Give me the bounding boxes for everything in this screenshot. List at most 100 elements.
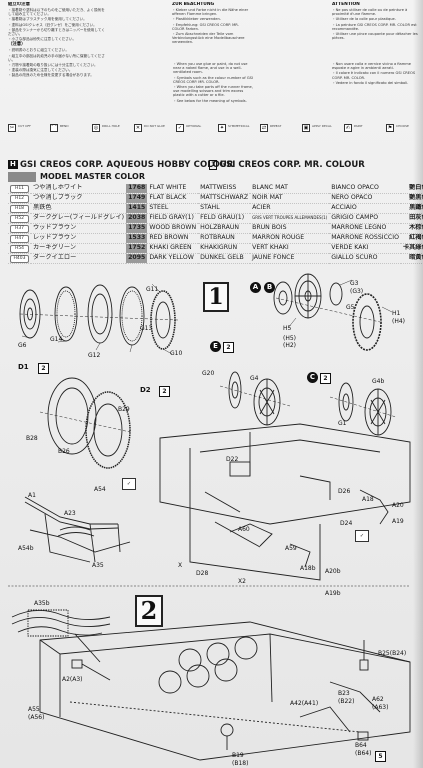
hull-frame xyxy=(159,423,411,581)
subassembly-a-marker: A xyxy=(250,282,261,293)
notes-section: 組立の注意 ・接着剤や塗料は以下のものをご使用いただき、よく換気をして組み立てて… xyxy=(8,2,418,118)
part-label: A54 xyxy=(94,486,106,493)
axle-parts xyxy=(71,640,369,750)
part-label: A42(A41) xyxy=(290,700,319,707)
assembly-diagram xyxy=(8,273,411,761)
part-label: (H5) xyxy=(283,335,297,342)
quantity-badge: 2 xyxy=(223,342,234,353)
part-label: X xyxy=(178,562,183,569)
part-label: B28 xyxy=(26,435,38,442)
part-label: B25(B24) xyxy=(378,650,407,657)
part-label: G11 xyxy=(146,286,159,293)
quantity-badge: 2 xyxy=(159,386,170,397)
wheel-stack-left xyxy=(19,284,179,350)
part-label: A18b xyxy=(300,565,316,572)
notes-german: ZUR BEACHTUNG ・Kleber und Farbe nicht in… xyxy=(172,2,249,45)
part-label: (B18) xyxy=(232,760,249,767)
part-label: G10 xyxy=(170,350,183,357)
quantity-badge: 2 xyxy=(38,363,49,374)
notes-japanese: 組立の注意 ・接着剤や塗料は以下のものをご使用いただき、よく換気をして組み立てて… xyxy=(8,2,105,78)
option-icon: ✓ xyxy=(176,124,184,132)
lower-hull xyxy=(39,621,411,761)
road-wheel-e xyxy=(219,371,291,426)
part-label: B26 xyxy=(58,448,70,455)
part-label: D22 xyxy=(226,456,239,463)
repeat-icon: ⇄ xyxy=(260,124,268,132)
quantity-badge: 5 xyxy=(375,751,386,762)
option-icon: ✓ xyxy=(355,530,369,542)
part-label: G14 xyxy=(50,336,63,343)
part-label: B64 xyxy=(355,742,367,749)
spring-a35 xyxy=(11,609,111,663)
part-label: A54b xyxy=(18,545,34,552)
step-number-1: 1 xyxy=(203,282,229,312)
symbol-legend: ✂ CUT OFF ⌒ BEND ◎ DRILL HOLE ✕ DO NOT G… xyxy=(8,124,409,132)
part-label: D26 xyxy=(338,488,351,495)
subassembly-c-marker: C xyxy=(307,372,318,383)
part-label: (B64) xyxy=(355,750,372,757)
part-label: G6 xyxy=(18,342,27,349)
part-label: A19 xyxy=(392,518,404,525)
leader-lines xyxy=(21,279,393,355)
table-row: H37 ウッドブラウン 1735 WOOD BROWN HOLZBRAUN BR… xyxy=(8,223,423,234)
part-label: G12 xyxy=(88,352,101,359)
step-number-2: 2 xyxy=(135,595,163,627)
part-label: (G3) xyxy=(350,288,364,295)
part-label: H1 xyxy=(392,310,401,317)
part-label: A18 xyxy=(362,496,374,503)
part-label: G4b xyxy=(372,378,385,385)
road-wheel-c xyxy=(329,382,397,436)
part-label: B23 xyxy=(338,690,350,697)
part-label: A23 xyxy=(64,510,76,517)
part-label: D24 xyxy=(340,520,353,527)
part-label: G1 xyxy=(338,420,347,427)
part-label: G13 xyxy=(140,325,153,332)
road-wheel-a xyxy=(273,273,382,351)
leaf-spring-assembly xyxy=(24,496,131,563)
part-label: D28 xyxy=(196,570,209,577)
subassembly-d2-marker: D2 xyxy=(140,386,151,394)
table-row: H54 カーキグリーン 1752 KHAKI GREEN KHAKIGRÜN V… xyxy=(8,243,423,254)
subassembly-d1-marker: D1 xyxy=(18,363,29,371)
quantity-badge: 2 xyxy=(320,373,331,384)
part-label: A20b xyxy=(325,568,341,575)
part-label: (H4) xyxy=(392,318,406,325)
part-label: (H2) xyxy=(283,342,297,349)
table-row: H52 ダークグレー(フィールドグレイ) 2038 FIELD GRAY(1) … xyxy=(8,213,423,224)
part-label: A35b xyxy=(34,600,50,607)
choice-icon: ⚑ xyxy=(386,124,394,132)
bend-icon: ⌒ xyxy=(50,124,58,132)
part-label: G4 xyxy=(250,375,259,382)
part-label: G3 xyxy=(350,280,359,287)
table-row: H12 つや消しブラック 1749 FLAT BLACK MATTSCHWARZ… xyxy=(8,193,423,204)
table-row: H11 つや消しホワイト 1768 FLAT WHITE MATTWEISS B… xyxy=(8,184,423,194)
option-icon: ✓ xyxy=(122,478,136,490)
decal-icon: ▣ xyxy=(302,124,310,132)
idler-wheel-d xyxy=(39,377,131,469)
paint-icon: ✍ xyxy=(344,124,352,132)
part-label: G20 xyxy=(202,370,215,377)
table-row: H403 ダークイエロー 2095 DARK YELLOW DUNKEL GEL… xyxy=(8,253,423,264)
notes-french: ATTENTION ・Ne pas utiliser de colle ou d… xyxy=(332,2,418,41)
part-label: A59 xyxy=(285,545,297,552)
part-label: A60 xyxy=(238,526,250,533)
part-label: A1 xyxy=(28,492,36,499)
drill-icon: ◎ xyxy=(92,124,100,132)
part-label: G5 xyxy=(346,304,355,311)
part-label: B29 xyxy=(118,406,130,413)
subassembly-b-marker: B xyxy=(264,282,275,293)
symmetric-icon: ✦ xyxy=(218,124,226,132)
table-row: H18 黒鉄色 1415 STEEL STAHL ACIER ACCIAIO 黒… xyxy=(8,203,423,214)
part-label: A19b xyxy=(325,590,341,597)
cut-icon: ✂ xyxy=(8,124,16,132)
model-master-title: MODEL MASTER COLOR xyxy=(8,172,418,182)
part-label: B19 xyxy=(232,752,244,759)
part-label: X2 xyxy=(238,578,246,585)
subassembly-e-marker: E xyxy=(210,341,221,352)
part-label: (A63) xyxy=(372,704,389,711)
part-label: A35 xyxy=(92,562,104,569)
no-glue-icon: ✕ xyxy=(134,124,142,132)
